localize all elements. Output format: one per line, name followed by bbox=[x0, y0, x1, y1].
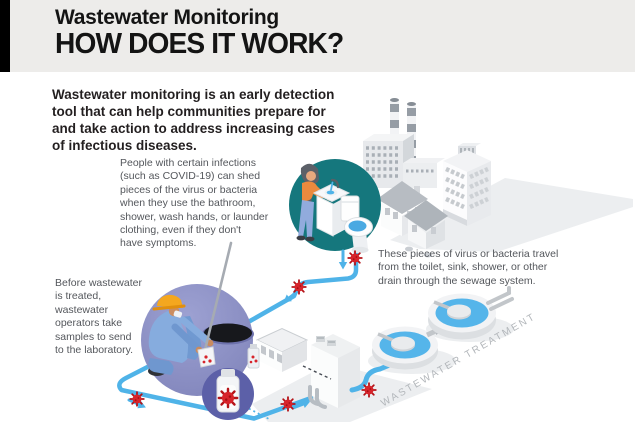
tank-outlet-pipes-icon bbox=[486, 286, 514, 311]
sample-transport-dashed-line bbox=[302, 365, 332, 380]
factory-icon bbox=[363, 98, 445, 188]
sampling-pole-icon bbox=[203, 241, 233, 352]
flow-arrow-icon bbox=[337, 249, 349, 271]
virus-icon bbox=[217, 387, 239, 409]
lab-windows bbox=[261, 344, 282, 364]
clarifier-tanks bbox=[372, 286, 514, 370]
worker-icon bbox=[148, 294, 214, 376]
sample-scoop-icon bbox=[197, 346, 216, 368]
clarifier-tank-icon bbox=[428, 293, 496, 340]
sample-vial-small-icon bbox=[247, 344, 260, 369]
treatment-pipe bbox=[349, 361, 395, 393]
building-pipes-icon bbox=[307, 385, 327, 409]
apartment-windows bbox=[445, 166, 465, 210]
sampling-scene bbox=[141, 241, 260, 396]
virus-icon bbox=[347, 250, 363, 266]
virus-icon bbox=[280, 396, 296, 412]
lab-building-icon bbox=[255, 327, 309, 372]
page-title: HOW DOES IT WORK? bbox=[55, 27, 344, 60]
manhole-icon bbox=[202, 323, 254, 345]
treatment-plant bbox=[255, 327, 395, 409]
headline-kicker: Wastewater Monitoring bbox=[55, 6, 279, 29]
treatment-building-icon bbox=[307, 334, 360, 409]
annotation-shed: People with certain infections (such as … bbox=[120, 157, 269, 250]
city bbox=[363, 98, 491, 258]
bathroom-scene bbox=[289, 159, 381, 254]
intro-text: Wastewater monitoring is an early detect… bbox=[52, 87, 335, 153]
header-accent-bar bbox=[0, 0, 10, 72]
apartment-windows bbox=[469, 166, 489, 210]
annotation-travel: These pieces of virus or bacteria travel… bbox=[378, 248, 559, 287]
toilet-icon bbox=[340, 195, 373, 254]
virus-icon bbox=[291, 279, 307, 295]
virus-icon bbox=[361, 382, 377, 398]
rooftop-vents-icon bbox=[316, 336, 336, 346]
sample-vial-icon bbox=[216, 369, 240, 413]
house-icon bbox=[404, 200, 448, 258]
header: Wastewater Monitoring HOW DOES IT WORK? bbox=[0, 0, 635, 72]
clarifier-tank-icon bbox=[372, 326, 438, 370]
annotation-sample: Before wastewater is treated, wastewater… bbox=[55, 277, 142, 357]
sewer-pipe bbox=[117, 354, 314, 421]
virus-icon bbox=[129, 391, 145, 407]
apartment-building-icon bbox=[443, 143, 491, 226]
vial-circle-group bbox=[202, 368, 254, 420]
city-ground-shadow bbox=[390, 178, 633, 252]
